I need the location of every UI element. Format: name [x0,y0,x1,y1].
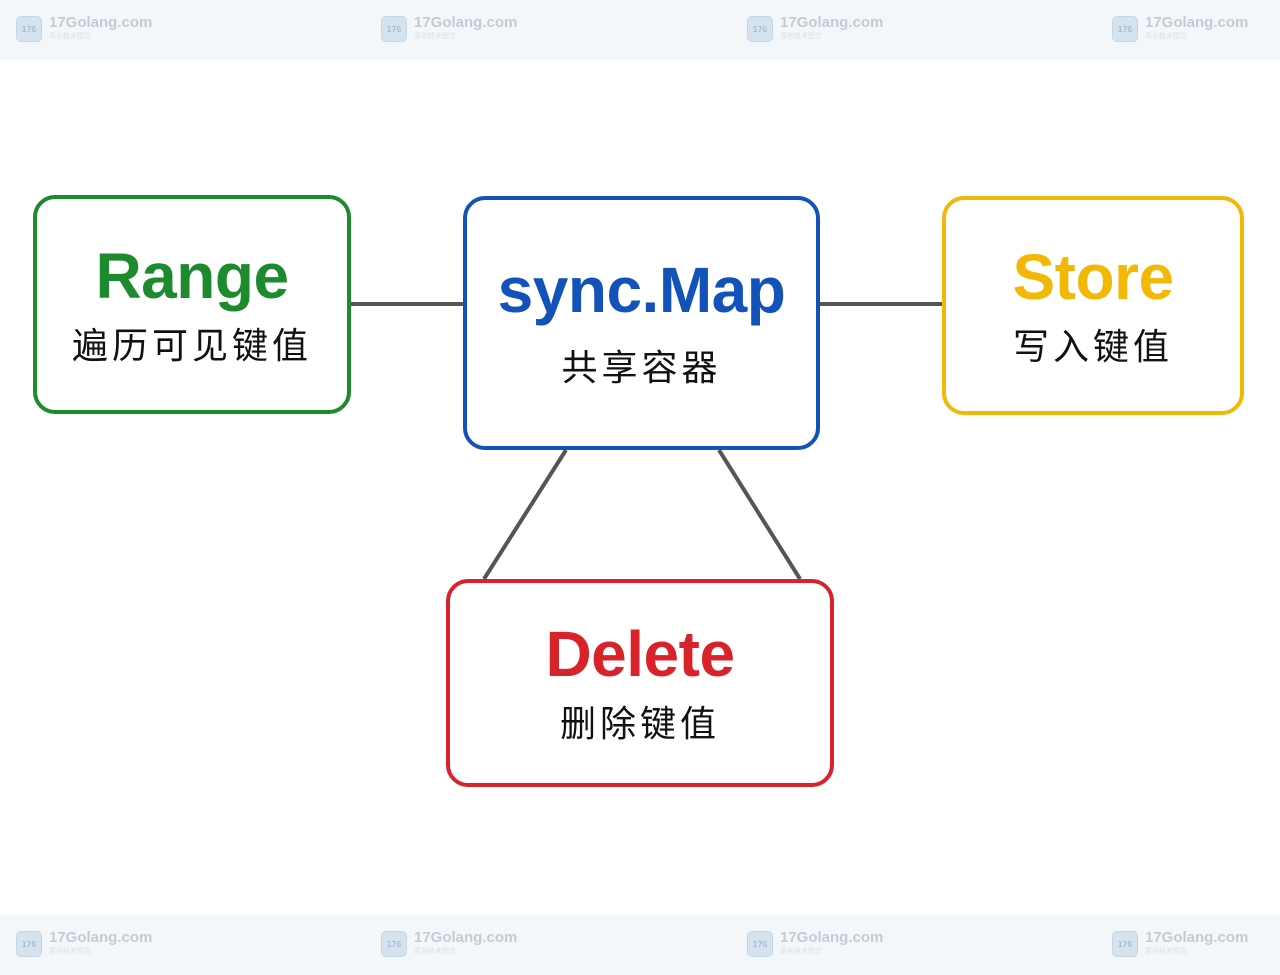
watermark-sub: 原创技术图文 [49,32,91,40]
watermark-logo-icon: 17G [16,16,42,42]
watermark-sub: 原创技术图文 [414,32,456,40]
watermark-logo-icon: 17G [1112,16,1138,42]
delete-node: Delete 删除键值 [446,579,834,787]
sync-map-node: sync.Map 共享容器 [463,196,820,450]
watermark: 17G 17Golang.com 原创技术图文 [747,929,883,961]
watermark-site: 17Golang.com [1145,14,1249,31]
delete-subtitle: 删除键值 [559,704,720,745]
watermark-logo-icon: 17G [747,16,773,42]
delete-title: Delete [545,618,735,690]
watermark-sub: 原创技术图文 [1145,947,1187,955]
watermark-sub: 原创技术图文 [414,947,456,955]
sync-map-subtitle: 共享容器 [561,348,722,389]
watermark: 17G 17Golang.com 原创技术图文 [381,14,517,46]
watermark-band-top: 17G 17Golang.com 原创技术图文 17G 17Golang.com… [0,0,1280,60]
watermark-logo-icon: 17G [16,931,42,957]
link-center-delete-left [482,448,568,581]
watermark-band-bottom: 17G 17Golang.com 原创技术图文 17G 17Golang.com… [0,915,1280,975]
watermark-sub: 原创技术图文 [49,947,91,955]
watermark-site: 17Golang.com [414,14,518,31]
watermark: 17G 17Golang.com 原创技术图文 [1112,14,1248,46]
watermark: 17G 17Golang.com 原创技术图文 [747,14,883,46]
store-title: Store [1012,240,1174,313]
store-subtitle: 写入键值 [1012,326,1173,368]
watermark-site: 17Golang.com [780,14,884,31]
watermark: 17G 17Golang.com 原创技术图文 [16,929,152,961]
watermark-sub: 原创技术图文 [1145,32,1187,40]
watermark-site: 17Golang.com [49,14,153,31]
watermark-site: 17Golang.com [1145,929,1249,946]
sync-map-title: sync.Map [497,254,786,326]
range-title: Range [95,239,289,312]
watermark-logo-icon: 17G [381,931,407,957]
range-subtitle: 遍历可见键值 [71,325,312,367]
watermark-sub: 原创技术图文 [780,32,822,40]
watermark: 17G 17Golang.com 原创技术图文 [16,14,152,46]
watermark: 17G 17Golang.com 原创技术图文 [1112,929,1248,961]
watermark-site: 17Golang.com [414,929,518,946]
watermark-sub: 原创技术图文 [780,947,822,955]
watermark-site: 17Golang.com [780,929,884,946]
link-center-delete-right [717,448,802,581]
watermark: 17G 17Golang.com 原创技术图文 [381,929,517,961]
watermark-logo-icon: 17G [747,931,773,957]
watermark-logo-icon: 17G [1112,931,1138,957]
store-node: Store 写入键值 [942,196,1244,415]
range-node: Range 遍历可见键值 [33,195,351,414]
watermark-logo-icon: 17G [381,16,407,42]
watermark-site: 17Golang.com [49,929,153,946]
